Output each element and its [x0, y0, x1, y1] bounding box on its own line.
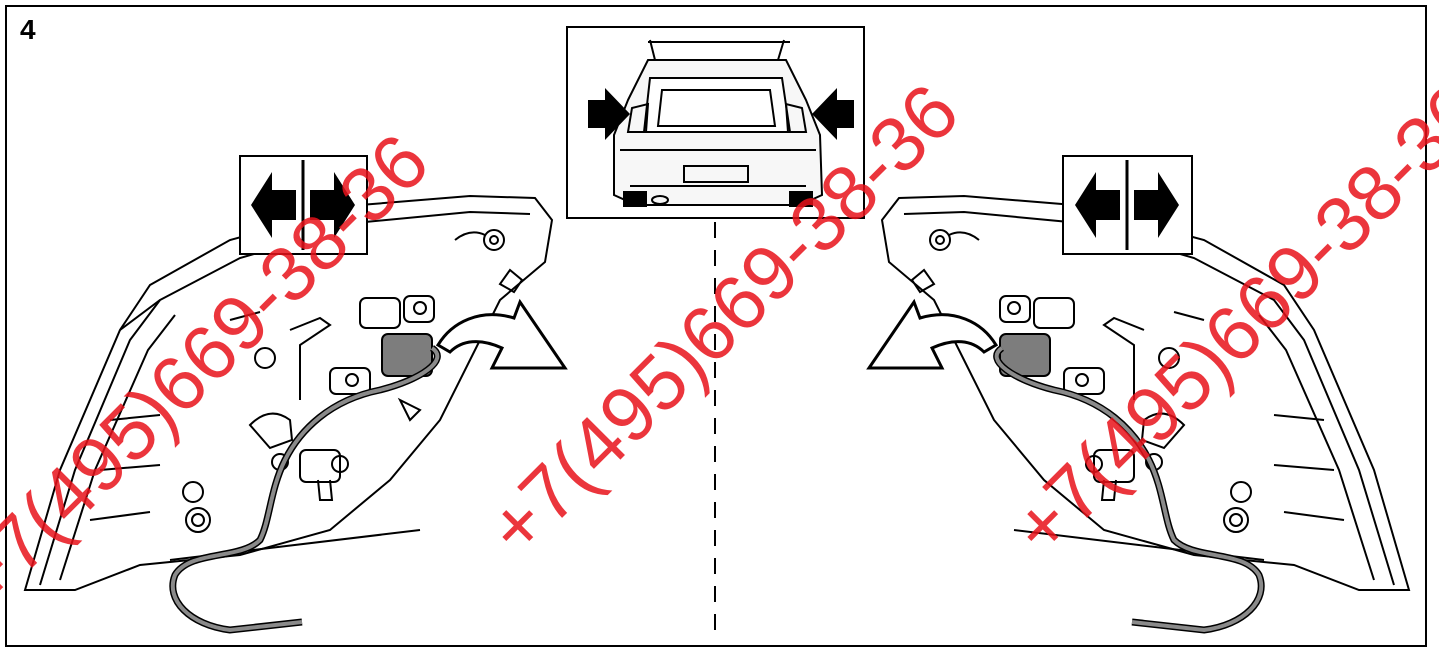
step-number: 4: [20, 14, 36, 45]
left-cable: [170, 346, 440, 633]
pointer-arrow-left: [588, 88, 630, 140]
car-rear-icon: [613, 39, 824, 207]
right-tail-lamp: [866, 194, 1411, 634]
car-rear-inset: [566, 26, 865, 219]
curved-arrow-icon: [435, 298, 568, 370]
pointer-arrow-right: [812, 88, 854, 140]
left-tail-lamp: [23, 194, 554, 591]
left-connector: [381, 333, 433, 377]
outer-border: [5, 5, 1427, 647]
direction-arrows-icon: [239, 155, 368, 255]
direction-arrows-icon-right: [1062, 155, 1193, 255]
